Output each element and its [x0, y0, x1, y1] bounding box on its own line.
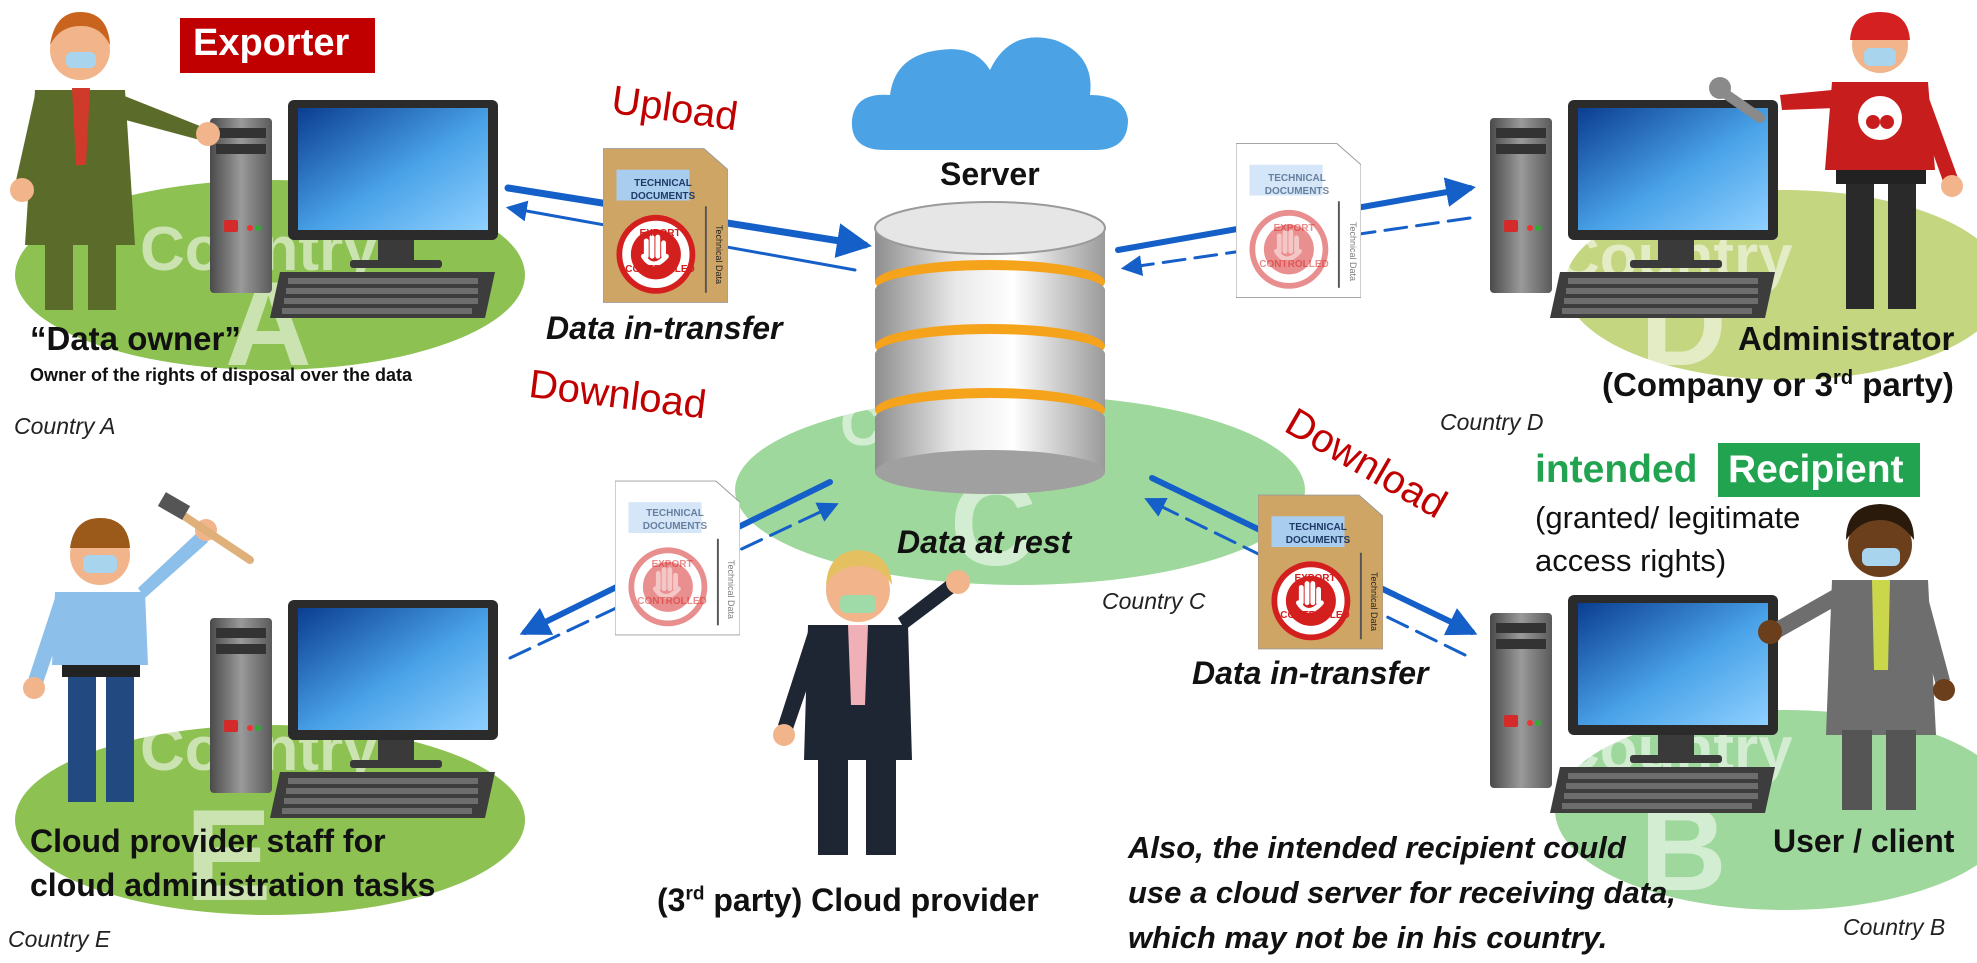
- note-line-3: which may not be in his country.: [1128, 920, 1608, 955]
- person-icon-cloud-staff: [23, 492, 254, 802]
- person-icon-administrator: [1709, 12, 1963, 309]
- data-at-rest-label: Data at rest: [897, 524, 1072, 560]
- data-owner-label: “Data owner”: [30, 320, 241, 357]
- recipient-badge: [1718, 443, 1920, 497]
- document-folder-icon-upload: [603, 149, 728, 303]
- doc-line1-staff: TECHNICAL: [646, 508, 704, 519]
- desktop-computer-icon-d: [1490, 100, 1778, 318]
- doc-stamp-top-recipient: EXPORT: [1294, 573, 1335, 584]
- cloud-staff-label-2: cloud administration tasks: [30, 867, 436, 903]
- document-folder-icon-admin: [1236, 144, 1361, 298]
- country-e-label: Country E: [8, 926, 111, 952]
- recipient-description-2: access rights): [1535, 543, 1727, 578]
- doc-line2-admin: DOCUMENTS: [1265, 186, 1330, 197]
- doc-stamp-bottom-admin: CONTROLLED: [1259, 259, 1328, 270]
- doc-side-label-admin: Technical Data: [1348, 222, 1358, 281]
- country-b-label: Country B: [1843, 914, 1946, 940]
- cloud-provider-label: (3rd party) Cloud provider: [657, 882, 1039, 918]
- person-icon-user-client: [1758, 504, 1955, 810]
- note-line-1: Also, the intended recipient could: [1128, 830, 1626, 865]
- recipient-label: Recipient: [1728, 448, 1904, 491]
- administrator-sublabel: (Company or 3rd party): [1602, 366, 1954, 403]
- server-label: Server: [940, 156, 1040, 192]
- person-icon-exporter: [10, 12, 220, 310]
- exporter-badge: [180, 18, 375, 73]
- doc-side-label-recipient: Technical Data: [1369, 572, 1379, 631]
- doc-side-label-staff: Technical Data: [726, 560, 736, 619]
- recipient-description-1: (granted/ legitimate: [1535, 500, 1801, 535]
- desktop-computer-icon-b: [1490, 595, 1778, 813]
- exporter-label: Exporter: [193, 22, 350, 64]
- administrator-label: Administrator: [1738, 320, 1955, 357]
- data-in-transfer-top-label: Data in-transfer: [546, 310, 783, 346]
- doc-stamp-top-admin: EXPORT: [1273, 223, 1314, 234]
- person-icon-cloud-provider: [773, 550, 970, 855]
- desktop-computer-icon-a: [210, 100, 498, 318]
- document-folder-icon-recipient: [1258, 495, 1383, 649]
- doc-line2-recipient: DOCUMENTS: [1286, 535, 1351, 546]
- doc-stamp-bottom-recipient: CONTROLLED: [1280, 610, 1349, 621]
- doc-line2-upload: DOCUMENTS: [631, 191, 696, 202]
- data-in-transfer-bottom-label: Data in-transfer: [1192, 655, 1429, 691]
- hammer-icon: [171, 506, 254, 564]
- intended-label: intended: [1535, 448, 1698, 491]
- cloud-staff-label-1: Cloud provider staff for: [30, 823, 386, 859]
- user-client-label: User / client: [1773, 823, 1955, 859]
- cloud-icon: [851, 37, 1128, 151]
- doc-stamp-top-upload: EXPORT: [639, 228, 680, 239]
- desktop-computer-icon-e: [210, 600, 498, 818]
- doc-line2-staff: DOCUMENTS: [643, 521, 708, 532]
- doc-stamp-bottom-staff: CONTROLLED: [637, 596, 706, 607]
- doc-side-label-upload: Technical Data: [714, 225, 724, 284]
- note-line-2: use a cloud server for receiving data,: [1128, 875, 1676, 910]
- doc-stamp-top-staff: EXPORT: [651, 559, 692, 570]
- doc-line1-recipient: TECHNICAL: [1289, 522, 1347, 533]
- doc-stamp-bottom-upload: CONTROLLED: [625, 264, 694, 275]
- country-c-label: Country C: [1102, 588, 1206, 614]
- doc-line1-admin: TECHNICAL: [1268, 173, 1326, 184]
- country-a-label: Country A: [14, 413, 116, 439]
- doc-line1-upload: TECHNICAL: [634, 178, 692, 189]
- database-server-icon: [874, 201, 1106, 494]
- region-letter-e: E: [185, 782, 272, 928]
- data-owner-description: Owner of the rights of disposal over the…: [30, 365, 413, 385]
- country-d-label: Country D: [1440, 409, 1544, 435]
- document-folder-icon-staff: [615, 481, 740, 635]
